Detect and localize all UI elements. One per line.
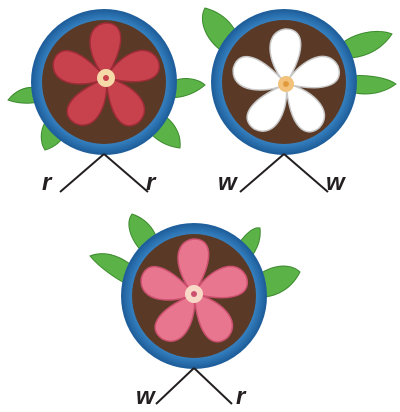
white-plant-allele-left: w <box>218 169 238 196</box>
pink-plant-allele-left: w <box>136 383 156 410</box>
white-plant-allele-lines <box>240 154 328 192</box>
white-plant-allele-right: w <box>326 169 346 196</box>
red-plant: r r <box>8 10 205 196</box>
red-plant-allele-right: r <box>146 169 157 196</box>
red-plant-allele-lines <box>60 154 148 192</box>
red-plant-allele-left: r <box>42 169 53 196</box>
pink-plant-allele-lines <box>156 368 232 404</box>
white-plant: w w <box>202 8 396 196</box>
pink-plant-allele-right: r <box>236 383 247 410</box>
pink-plant: w r <box>90 214 300 410</box>
